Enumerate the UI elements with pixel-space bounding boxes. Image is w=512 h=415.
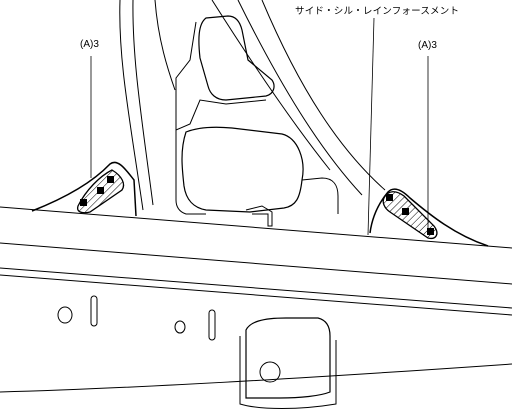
weld-point-right-2 xyxy=(402,208,409,215)
lower-sill-bracket-flange xyxy=(239,336,337,409)
lower-bracket-side xyxy=(175,130,206,215)
lower-bracket-hole xyxy=(259,361,281,383)
weld-point-right-1 xyxy=(386,194,393,201)
lower-sill-bracket xyxy=(245,317,331,399)
sealer-right-outline xyxy=(369,188,489,247)
lower-bracket-right xyxy=(301,177,339,214)
pillar-outline-mid-right xyxy=(211,0,331,171)
pillar-outline-mid-left xyxy=(154,0,176,91)
weld-point-left-2 xyxy=(97,187,104,194)
sill-hole-1 xyxy=(57,306,73,324)
sill-hole-2 xyxy=(174,320,186,334)
sealer-left-outline xyxy=(31,161,137,217)
part-label: サイド・シル・レインフォースメント xyxy=(295,6,460,17)
lower-bracket xyxy=(181,126,304,213)
sill-line-top xyxy=(0,206,512,249)
sill-line-upper xyxy=(0,242,512,285)
pillar-outline-outer-left xyxy=(119,0,144,211)
sill-slot-2 xyxy=(208,309,216,341)
callout-label-left: (A)3 xyxy=(80,39,99,50)
pillar-outline-outer-right xyxy=(261,0,386,191)
sill-line-lower xyxy=(0,274,512,316)
part-label-leader xyxy=(367,17,375,236)
sill-slot-1 xyxy=(90,295,98,327)
weld-point-left-3 xyxy=(80,199,87,206)
lower-bracket-notch xyxy=(245,205,273,227)
sill-line-mid xyxy=(0,267,512,309)
weld-point-left-1 xyxy=(107,176,114,183)
upper-bracket-inner xyxy=(175,21,267,131)
callout-label-right: (A)3 xyxy=(418,40,437,51)
pillar-outline-inner-right xyxy=(237,0,363,196)
sill-bottom-curve xyxy=(0,363,512,393)
weld-point-right-3 xyxy=(427,228,434,235)
sealer-right-hatch xyxy=(382,191,438,240)
upper-bracket xyxy=(198,15,275,101)
pillar-outline-inner-left xyxy=(132,0,154,206)
